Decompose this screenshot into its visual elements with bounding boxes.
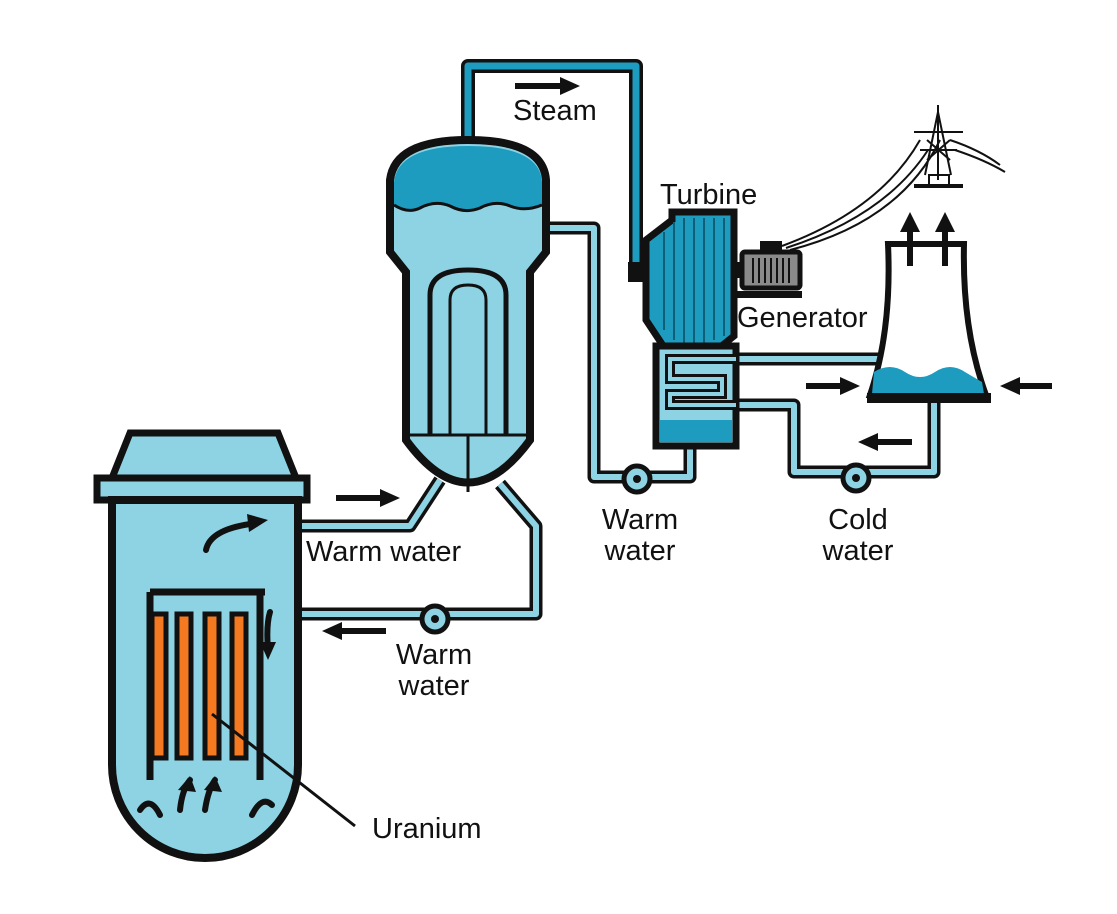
label-line: water: [604, 535, 676, 567]
label-warm-water-return: Warm water: [384, 640, 484, 702]
pump-icon: [621, 463, 653, 495]
label-warm-water-reactor-out: Warm water: [306, 536, 462, 568]
arrow-right-icon: [840, 377, 860, 395]
arrow-right-icon: [560, 77, 580, 95]
arrow-left-icon: [1000, 377, 1020, 395]
uranium-pointer: [211, 712, 356, 828]
arrow-right-icon: [380, 489, 400, 507]
generator: [734, 241, 803, 298]
condenser: [652, 342, 740, 450]
arrow-left-icon: [858, 433, 878, 451]
label-line: water: [822, 535, 894, 567]
flow-arrows: [322, 77, 1052, 640]
label-line: Cold: [828, 504, 888, 536]
transmission-tower-icon: [914, 105, 963, 188]
cold-water-pipe: [736, 398, 941, 479]
fuel-rods: [149, 611, 249, 761]
power-lines: [781, 139, 1006, 251]
label-line: water: [398, 670, 470, 702]
label-line: Warm: [601, 504, 679, 536]
steam-separator: [386, 135, 550, 492]
pump-icon: [419, 603, 451, 635]
turbine: [628, 208, 744, 356]
label-turbine: Turbine: [660, 179, 758, 211]
pipe-network: [283, 59, 966, 621]
label-line: Warm: [395, 639, 473, 671]
arrow-left-icon: [322, 622, 342, 640]
cooling-tower: [865, 212, 991, 403]
label-generator: Generator: [737, 302, 868, 334]
label-steam: Steam: [513, 95, 597, 127]
label-warm-water-condenser: Warm water: [590, 505, 690, 567]
label-uranium: Uranium: [372, 813, 482, 845]
pump-icon: [840, 462, 872, 494]
reactor-vessel: [93, 429, 311, 862]
label-cold-water: Cold water: [808, 505, 908, 567]
